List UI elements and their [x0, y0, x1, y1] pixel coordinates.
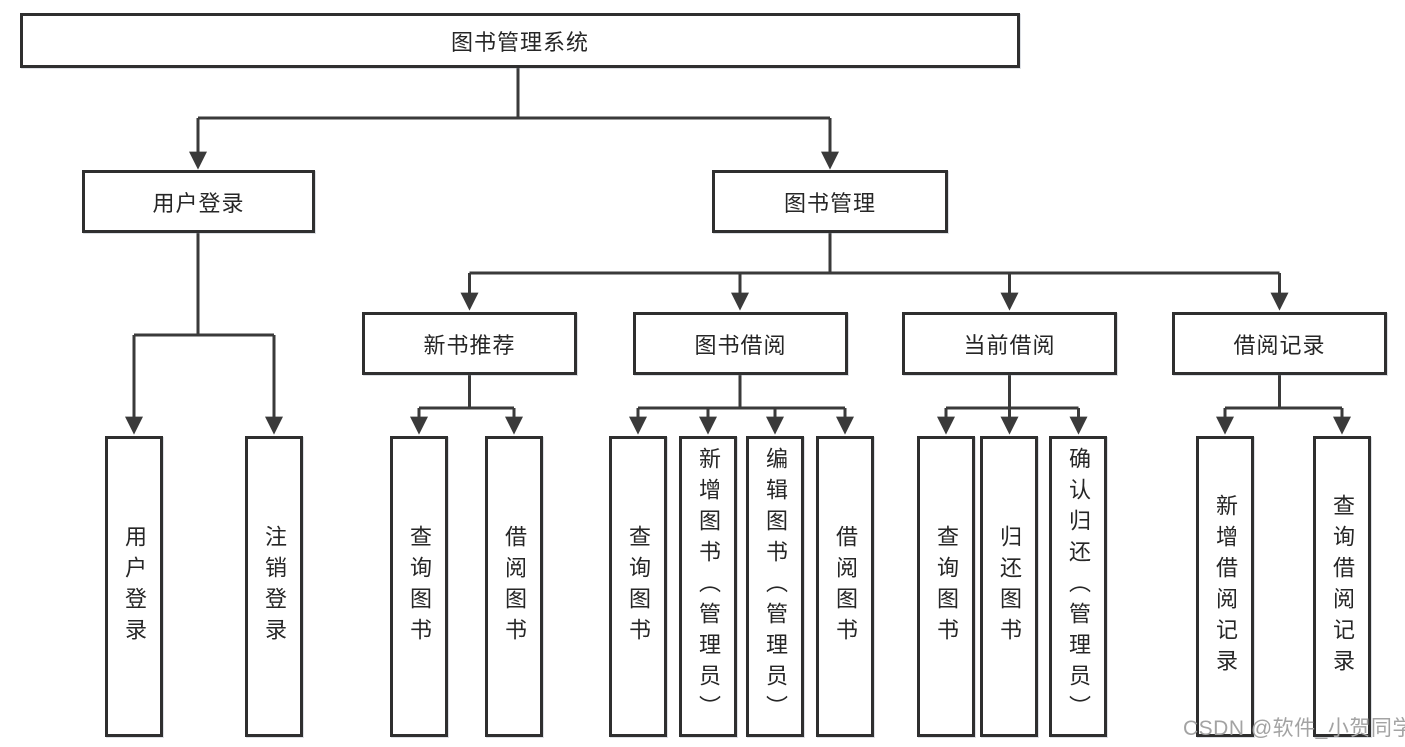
node-user-login: 用户登录	[82, 170, 315, 233]
leaf-query-books-2: 查询图书	[609, 436, 667, 737]
leaf-return-books: 归还图书	[980, 436, 1038, 737]
leaf-edit-books-admin: 编辑图书（管理员）	[746, 436, 804, 737]
node-book-management: 图书管理	[712, 170, 948, 233]
leaf-query-books-1: 查询图书	[390, 436, 448, 737]
leaf-logout: 注销登录	[245, 436, 303, 737]
connector-new-books	[419, 375, 514, 410]
leaf-confirm-return-admin: 确认归还（管理员）	[1049, 436, 1107, 737]
node-borrowing-records: 借阅记录	[1172, 312, 1387, 375]
leaf-user-login: 用户登录	[105, 436, 163, 737]
connector-book-mgmt	[469, 233, 1280, 275]
connector-root	[198, 68, 830, 120]
watermark-text: CSDN @软件_小贺同学	[1183, 717, 1405, 740]
leaf-query-borrow-record: 查询借阅记录	[1313, 436, 1371, 737]
leaf-query-books-3: 查询图书	[917, 436, 975, 737]
leaf-add-borrow-record: 新增借阅记录	[1196, 436, 1254, 737]
leaf-add-books-admin: 新增图书（管理员）	[679, 436, 737, 737]
connector-current-borrow	[946, 375, 1079, 410]
connector-borrow-records	[1225, 375, 1342, 410]
leaf-borrow-books-1: 借阅图书	[485, 436, 543, 737]
connector-book-borrow	[638, 375, 845, 410]
leaf-borrow-books-2: 借阅图书	[816, 436, 874, 737]
node-current-borrowing: 当前借阅	[902, 312, 1117, 375]
connector-user-login	[134, 233, 274, 337]
node-system-root: 图书管理系统	[20, 13, 1020, 68]
node-book-borrowing: 图书借阅	[633, 312, 848, 375]
node-new-book-recommend: 新书推荐	[362, 312, 577, 375]
